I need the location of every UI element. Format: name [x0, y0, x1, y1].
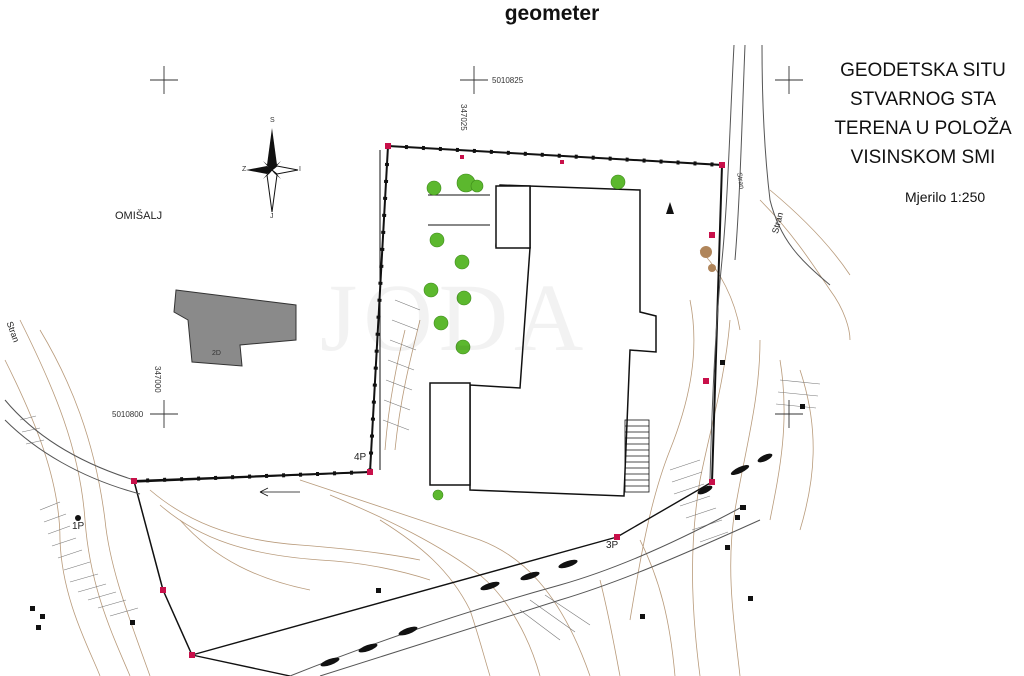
arrow-icon	[259, 487, 300, 497]
page-title: geometer	[504, 2, 600, 25]
title-line-3: TERENA U POLOŽA	[834, 118, 1012, 139]
title-line-4: VISINSKOM SMI	[850, 147, 996, 168]
grid-label-east-2: 347000	[153, 366, 162, 393]
tree-symbols	[423, 173, 626, 501]
title-line-1: GEODETSKA SITU	[840, 60, 1006, 81]
north-arrow-icon	[246, 128, 299, 213]
point-label-4p: 4P	[354, 452, 367, 463]
traverse-lines	[191, 481, 713, 676]
grid-label-north-1: 5010825	[492, 76, 524, 85]
bush-symbols	[700, 246, 716, 272]
new-building-footprint	[429, 184, 657, 497]
parcel-boundary-dashes	[133, 144, 723, 483]
building-2d	[173, 289, 297, 367]
stairs	[624, 419, 650, 493]
wall-lines	[379, 150, 490, 470]
contour-lines	[4, 189, 851, 676]
watermark: JODA	[320, 264, 590, 371]
north-letter-e: I	[299, 166, 301, 173]
north-letter-n: S	[270, 117, 275, 124]
grid-crosses	[150, 66, 803, 428]
triangle-mark	[666, 202, 674, 214]
slope-hatching	[19, 299, 821, 641]
grid-label-north-2: 5010800	[112, 410, 144, 419]
north-letter-w: Z	[242, 166, 247, 173]
point-label-1p: 1P	[72, 521, 85, 532]
point-label-3p: 3P	[606, 540, 619, 551]
point-1p-symbol	[75, 515, 81, 521]
building-number: 2D	[212, 350, 221, 357]
title-block: GEODETSKA SITU STVARNOG STA TERENA U POL…	[818, 56, 1024, 172]
survey-markers	[131, 143, 725, 658]
north-letter-s: J	[270, 213, 274, 220]
place-name: OMIŠALJ	[115, 210, 163, 222]
grid-label-east-1: 347025	[459, 104, 468, 131]
title-line-2: STVARNOG STA	[849, 89, 997, 110]
scale-label: Mjerilo 1:250	[905, 189, 986, 205]
road-markers	[30, 360, 805, 667]
